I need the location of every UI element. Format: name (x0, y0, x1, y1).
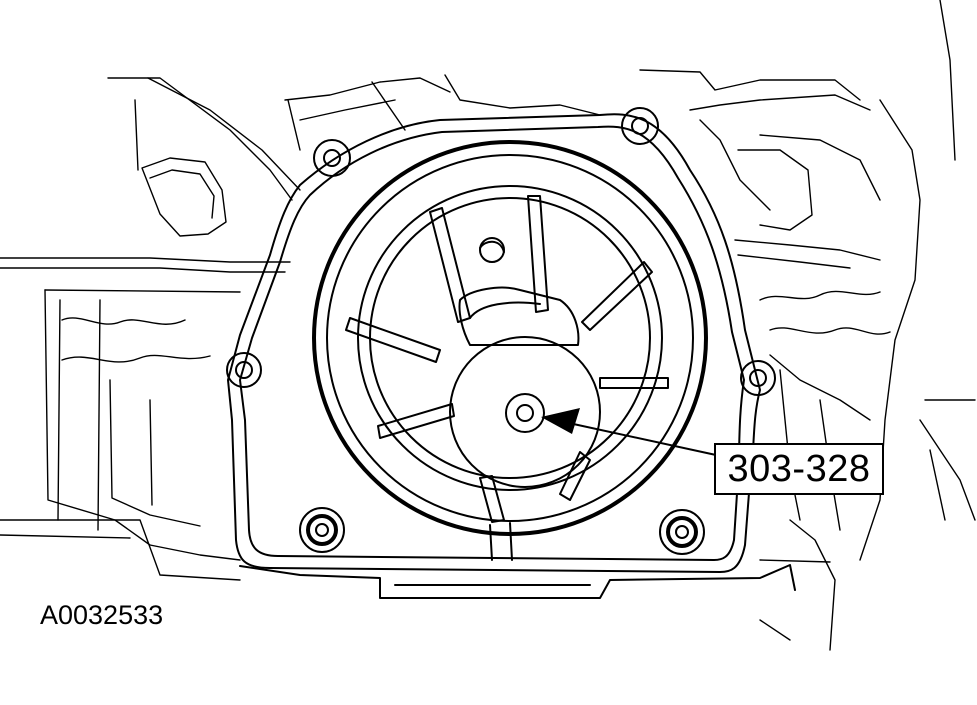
tool-number-callout: 303-328 (714, 443, 884, 495)
engine-block-outline (0, 0, 976, 651)
figure-id-label: A0032533 (40, 600, 164, 630)
callout-leader-arrow (541, 408, 717, 456)
seal-installer-tool (345, 195, 669, 561)
bolt-holes (226, 107, 776, 555)
seal-retainer-plate (227, 113, 796, 599)
